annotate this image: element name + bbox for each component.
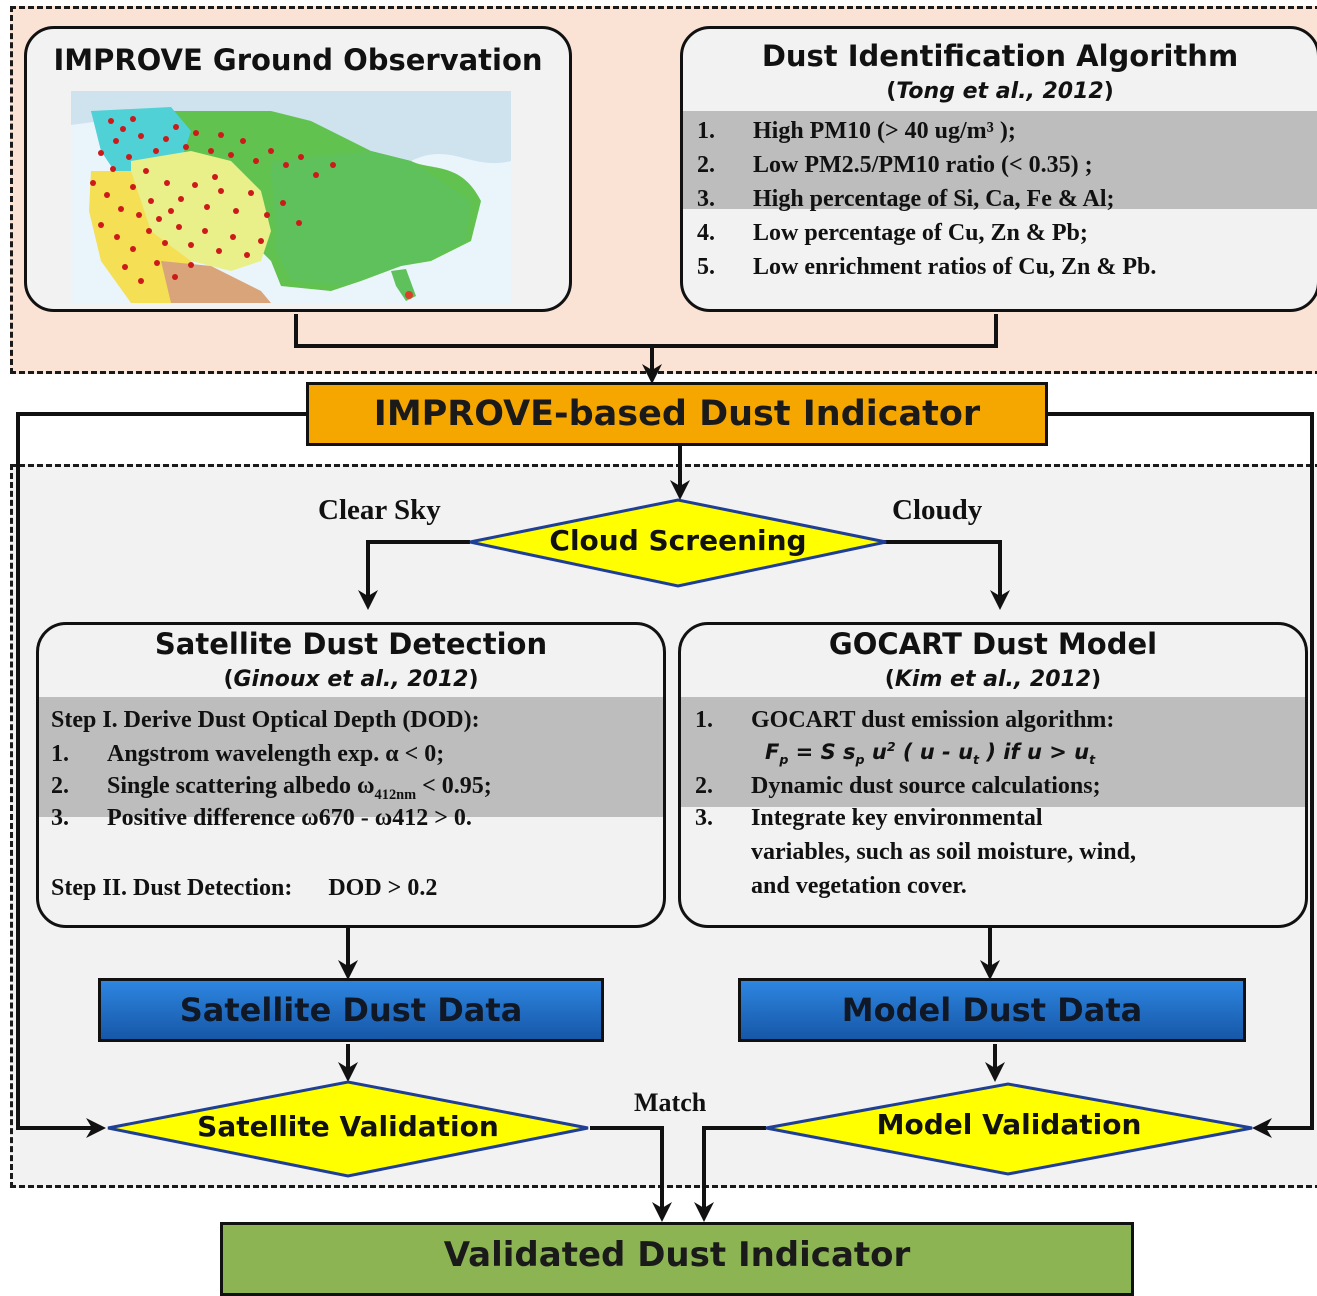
clear-sky-label: Clear Sky: [318, 494, 441, 526]
us-map-image: [71, 91, 511, 303]
algorithm-item-2: 2.Low PM2.5/PM10 ratio (< 0.35) ;: [697, 152, 1093, 178]
satellite-data-label: Satellite Dust Data: [179, 991, 523, 1029]
observation-title: IMPROVE Ground Observation: [53, 43, 543, 77]
gocart-highlight: [681, 697, 1305, 807]
algorithm-highlight: [683, 111, 1317, 209]
match-label: Match: [634, 1088, 707, 1117]
gocart-item-2: 2.Dynamic dust source calculations;: [695, 773, 1101, 799]
satellite-detection-box: Satellite Dust Detection (Ginoux et al.,…: [36, 622, 666, 928]
observation-box: IMPROVE Ground Observation: [24, 26, 572, 312]
satellite-data-box: Satellite Dust Data: [98, 978, 604, 1042]
satellite-validation-label: Satellite Validation: [197, 1110, 499, 1143]
satellite-title: Satellite Dust Detection: [154, 627, 548, 661]
model-validation-diamond: [765, 1082, 1253, 1176]
algorithm-item-1: 1.High PM10 (> 40 ug/m³ );: [697, 118, 1016, 144]
satellite-item-2: 2.Single scattering albedo ω412nm < 0.95…: [51, 773, 492, 803]
satellite-validation-diamond: [107, 1080, 589, 1178]
model-validation-label: Model Validation: [876, 1108, 1142, 1141]
algorithm-item-5: 5.Low enrichment ratios of Cu, Zn & Pb.: [697, 254, 1157, 280]
satellite-item-1: 1.Angstrom wavelength exp. α < 0;: [51, 741, 445, 767]
satellite-item-3: 3.Positive difference ω670 - ω412 > 0.: [51, 805, 472, 831]
algorithm-box: Dust Identification Algorithm (Tong et a…: [680, 26, 1317, 312]
gocart-title: GOCART Dust Model: [828, 627, 1158, 661]
satellite-highlight: [39, 697, 663, 817]
algorithm-citation: (Tong et al., 2012): [886, 79, 1114, 104]
gocart-item-1: 1.GOCART dust emission algorithm:: [695, 707, 1115, 733]
satellite-step1: Step I. Derive Dust Optical Depth (DOD):: [51, 707, 480, 733]
improve-site-dots: [90, 116, 336, 284]
gocart-model-box: GOCART Dust Model (Kim et al., 2012) 1.G…: [678, 622, 1308, 928]
gocart-item-3: 3.Integrate key environmental: [695, 805, 1043, 831]
model-data-box: Model Dust Data: [738, 978, 1246, 1042]
satellite-citation: (Ginoux et al., 2012): [223, 667, 479, 692]
gocart-item-3-line2: variables, such as soil moisture, wind,: [751, 839, 1136, 865]
algorithm-title: Dust Identification Algorithm: [761, 39, 1239, 73]
dust-indicator-label: IMPROVE-based Dust Indicator: [373, 394, 981, 434]
gocart-item-3-line3: and vegetation cover.: [751, 873, 967, 899]
algorithm-item-4: 4.Low percentage of Cu, Zn & Pb;: [697, 220, 1088, 246]
validated-indicator-box: Validated Dust Indicator: [220, 1222, 1134, 1296]
gocart-formula: Fp = S sp u2 ( u - ut ) if u > ut: [765, 739, 1096, 768]
cloud-screening-label: Cloud Screening: [549, 524, 807, 557]
dust-indicator-box: IMPROVE-based Dust Indicator: [306, 382, 1048, 446]
validated-indicator-label: Validated Dust Indicator: [443, 1235, 911, 1275]
model-data-label: Model Dust Data: [841, 991, 1143, 1029]
cloud-screening-diamond: [469, 498, 887, 588]
satellite-step2: Step II. Dust Detection:DOD > 0.2: [51, 875, 438, 901]
gocart-citation: (Kim et al., 2012): [884, 667, 1102, 692]
algorithm-item-3: 3.High percentage of Si, Ca, Fe & Al;: [697, 186, 1115, 212]
cloudy-label: Cloudy: [892, 494, 983, 526]
